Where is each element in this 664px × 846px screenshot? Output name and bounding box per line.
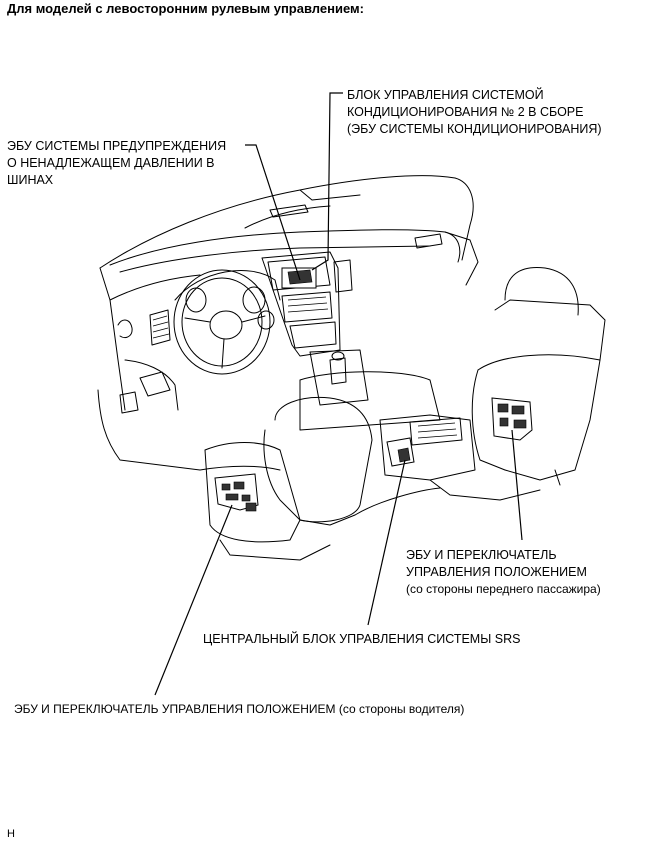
leader-srs-center [367,459,406,626]
label-driver-ecu: ЭБУ И ПЕРЕКЛЮЧАТЕЛЬ УПРАВЛЕНИЯ ПОЛОЖЕНИЕ… [14,702,465,716]
label-passenger-ecu-line3: (со стороны переднего пассажира) [406,582,601,596]
leader-driver-ecu [154,504,233,696]
label-tpms-line1: ЭБУ СИСТЕМЫ ПРЕДУПРЕЖДЕНИЯ [7,139,227,153]
leader-ac-block [311,92,343,271]
label-passenger-ecu-line1: ЭБУ И ПЕРЕКЛЮЧАТЕЛЬ [406,548,557,562]
label-ac-block-line2: КОНДИЦИОНИРОВАНИЯ № 2 В СБОРЕ [347,105,584,119]
label-tpms-line2: О НЕНАДЛЕЖАЩЕМ ДАВЛЕНИИ В [7,156,215,170]
diagram-title: Для моделей с левосторонним рулевым упра… [7,1,364,16]
leader-tpms-ecu [245,144,301,281]
label-srs-center: ЦЕНТРАЛЬНЫЙ БЛОК УПРАВЛЕНИЯ СИСТЕМЫ SRS [203,632,521,646]
label-ac-block-line3: (ЭБУ СИСТЕМЫ КОНДИЦИОНИРОВАНИЯ) [347,122,602,136]
label-ac-block-line1: БЛОК УПРАВЛЕНИЯ СИСТЕМОЙ [347,88,544,102]
label-passenger-ecu-line2: УПРАВЛЕНИЯ ПОЛОЖЕНИЕМ [406,565,587,579]
label-tpms-line3: ШИНАХ [7,173,54,187]
leader-passenger-ecu [511,429,523,541]
figure-code: H [7,828,15,840]
